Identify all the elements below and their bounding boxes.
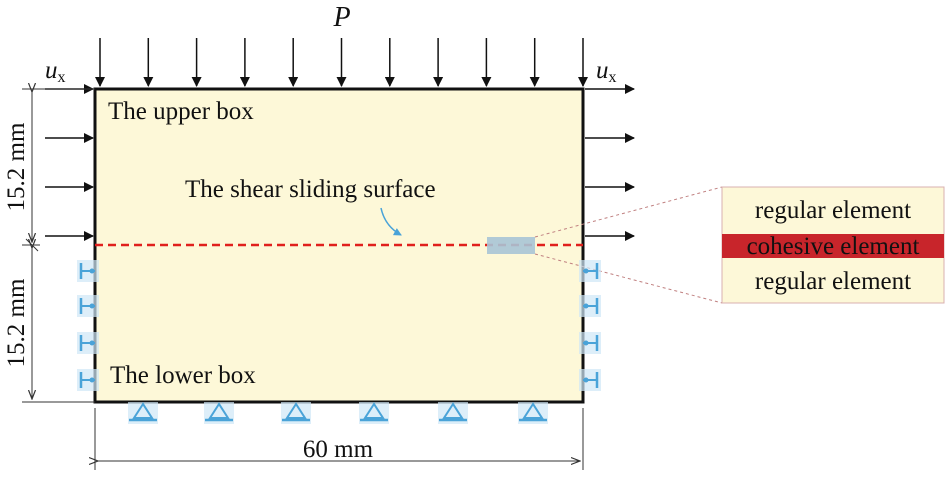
side-support (579, 369, 601, 391)
detail-bottom-label: regular element (755, 268, 911, 295)
detail-highlight-patch (487, 237, 535, 254)
width-label: 60 mm (303, 436, 374, 463)
side-support (579, 332, 601, 354)
vertical-dimension: 15.2 mm 15.2 mm (3, 89, 95, 403)
bottom-support (359, 402, 389, 424)
left-shear-arrows (45, 84, 94, 241)
upper-height-label: 15.2 mm (3, 122, 30, 211)
upper-box-label: The upper box (108, 98, 254, 125)
bottom-support (281, 402, 311, 424)
cohesive-band (722, 234, 944, 258)
lower-box-label: The lower box (110, 362, 256, 389)
side-support (77, 332, 99, 354)
side-support (77, 260, 99, 282)
shear-surface-pointer (380, 207, 402, 236)
element-detail-box: regular element cohesive element regular… (721, 186, 945, 304)
load-arrows (95, 38, 588, 87)
callout-line-top (534, 186, 723, 238)
bottom-support (438, 402, 468, 424)
lower-height-label: 15.2 mm (3, 278, 30, 367)
side-support (579, 295, 601, 317)
bottom-support (204, 402, 234, 424)
bottom-support (128, 402, 158, 424)
horizontal-dimension: 60 mm (95, 408, 584, 470)
detail-top-label: regular element (755, 197, 911, 224)
shear-surface-label: The shear sliding surface (185, 176, 436, 203)
ux-left-label: ux (45, 57, 66, 86)
side-support (77, 369, 99, 391)
detail-middle-label: cohesive element (747, 233, 920, 260)
right-shear-arrows (585, 84, 635, 241)
load-label: P (332, 2, 350, 33)
side-support (579, 260, 601, 282)
callout-line-bottom (534, 253, 723, 304)
bottom-pin-supports (128, 402, 548, 424)
side-support (77, 295, 99, 317)
ux-right-label: ux (596, 57, 617, 86)
bottom-support (518, 402, 548, 424)
side-roller-supports (77, 260, 601, 391)
